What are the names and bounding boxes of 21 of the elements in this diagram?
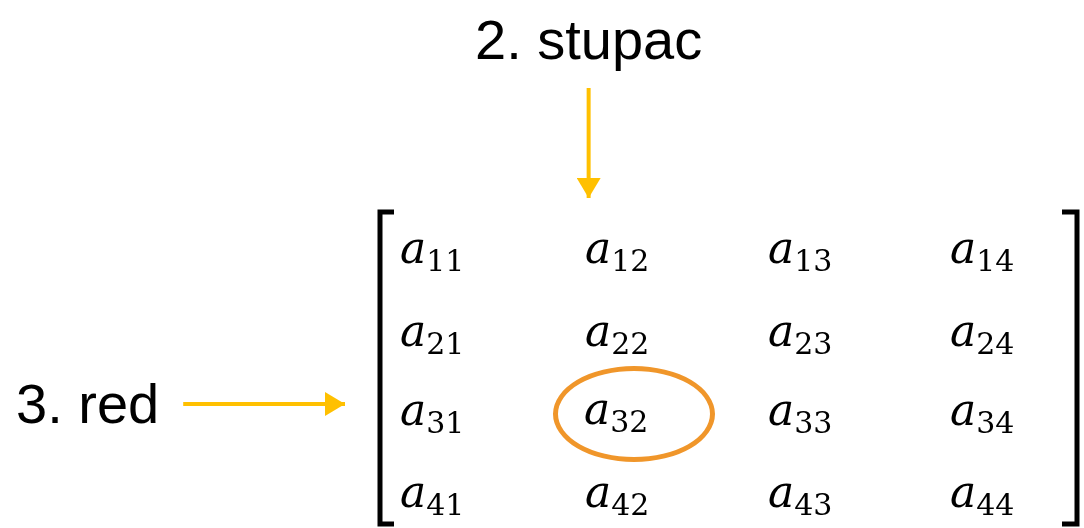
heading-label: 3. red — [16, 372, 184, 436]
matrix-entry: a$_{23}$ — [768, 305, 833, 363]
heading-label: 2. stupac — [475, 8, 703, 88]
matrix-entry: a$_{44}$ — [950, 466, 1015, 524]
arrow — [183, 392, 345, 416]
matrix-entry: a$_{24}$ — [950, 305, 1015, 363]
matrix-entry: a$_{14}$ — [950, 222, 1015, 280]
matrix-entry: a$_{42}$ — [585, 466, 650, 524]
matrix-entry: a$_{43}$ — [768, 466, 833, 524]
circled-entry — [553, 366, 715, 462]
matrix-entry: a$_{12}$ — [585, 222, 650, 280]
matrix-entry: a$_{34}$ — [950, 384, 1015, 442]
matrix-entry: a$_{11}$ — [400, 222, 465, 280]
matrix-entry: a$_{33}$ — [768, 384, 833, 442]
arrow — [576, 88, 601, 198]
matrix-entry: a$_{41}$ — [400, 466, 465, 524]
matrix-entry: a$_{21}$ — [400, 305, 465, 363]
matrix-entry: a$_{31}$ — [400, 384, 465, 442]
matrix-entry: a$_{22}$ — [585, 305, 650, 363]
matrix-entry: a$_{13}$ — [768, 222, 833, 280]
matrix-entry: a$_{32}$ — [584, 383, 649, 441]
